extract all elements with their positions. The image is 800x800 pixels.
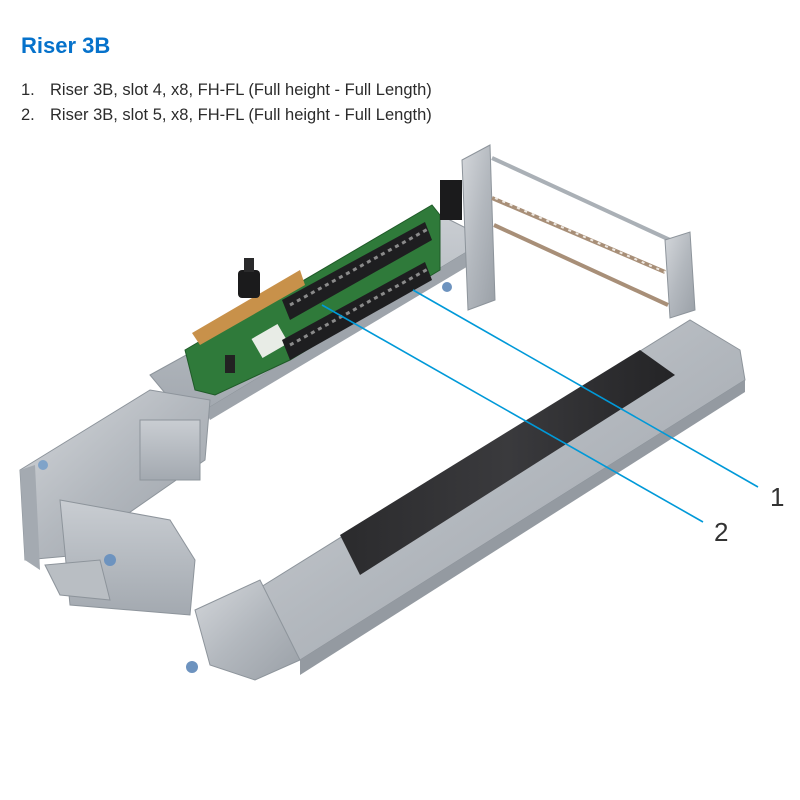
legend-text: Riser 3B, slot 5, x8, FH-FL (Full height…	[50, 106, 432, 124]
pcie-slot-4	[282, 222, 432, 320]
callout-line-2	[321, 304, 704, 523]
callout-label-2: 2	[714, 517, 729, 547]
front-rail	[239, 319, 746, 675]
riser-cage-illustration	[19, 144, 759, 681]
callout-legend-list: 1. Riser 3B, slot 4, x8, FH-FL (Full hei…	[21, 78, 432, 128]
legend-item-2: 2. Riser 3B, slot 5, x8, FH-FL (Full hei…	[21, 103, 432, 128]
legend-item-1: 1. Riser 3B, slot 4, x8, FH-FL (Full hei…	[21, 78, 432, 103]
legend-number: 1.	[21, 81, 35, 99]
left-end-bracket	[19, 282, 452, 681]
pcie-slot-5	[282, 262, 432, 360]
section-title: Riser 3B	[21, 33, 111, 58]
legend-number: 2.	[21, 106, 35, 124]
legend-text: Riser 3B, slot 4, x8, FH-FL (Full height…	[50, 81, 432, 99]
riser-latch	[238, 180, 462, 298]
pcie-bracket-frame	[461, 144, 696, 319]
callout-label-1: 1	[770, 482, 785, 512]
callout-line-1	[412, 289, 759, 488]
